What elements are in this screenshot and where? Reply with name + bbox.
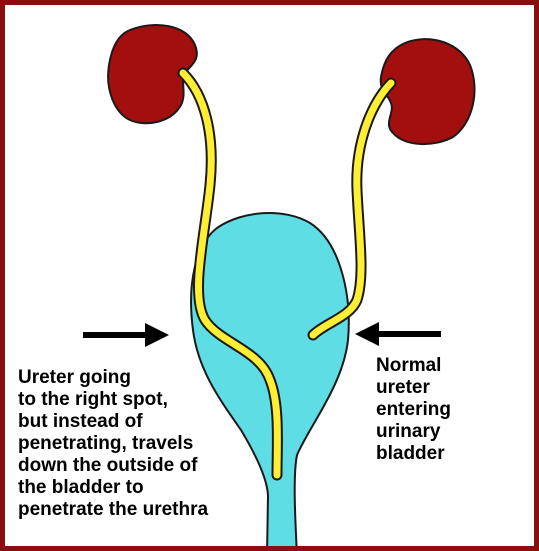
- right-label-line-1: Normal: [376, 355, 451, 377]
- left-arrow: [83, 323, 169, 347]
- left-label-line-5: down the outside of: [18, 455, 208, 477]
- left-label-line-6: the bladder to: [18, 477, 208, 499]
- right-label-line-2: ureter: [376, 377, 451, 399]
- right-arrow: [355, 322, 441, 346]
- left-label-line-1: Ureter going: [18, 367, 208, 389]
- left-label-line-2: to the right spot,: [18, 389, 208, 411]
- right-label-line-4: urinary: [376, 421, 451, 443]
- left-label-line-7: penetrate the urethra: [18, 499, 208, 521]
- left-label-line-4: penetrating, travels: [18, 433, 208, 455]
- left-label-line-3: but instead of: [18, 411, 208, 433]
- right-label-line-3: entering: [376, 399, 451, 421]
- right-label-line-5: bladder: [376, 443, 451, 465]
- normal-ureter-label: Normal ureter entering urinary bladder: [376, 355, 451, 465]
- right-kidney: [381, 39, 475, 144]
- ectopic-ureter-label: Ureter going to the right spot, but inst…: [18, 367, 208, 521]
